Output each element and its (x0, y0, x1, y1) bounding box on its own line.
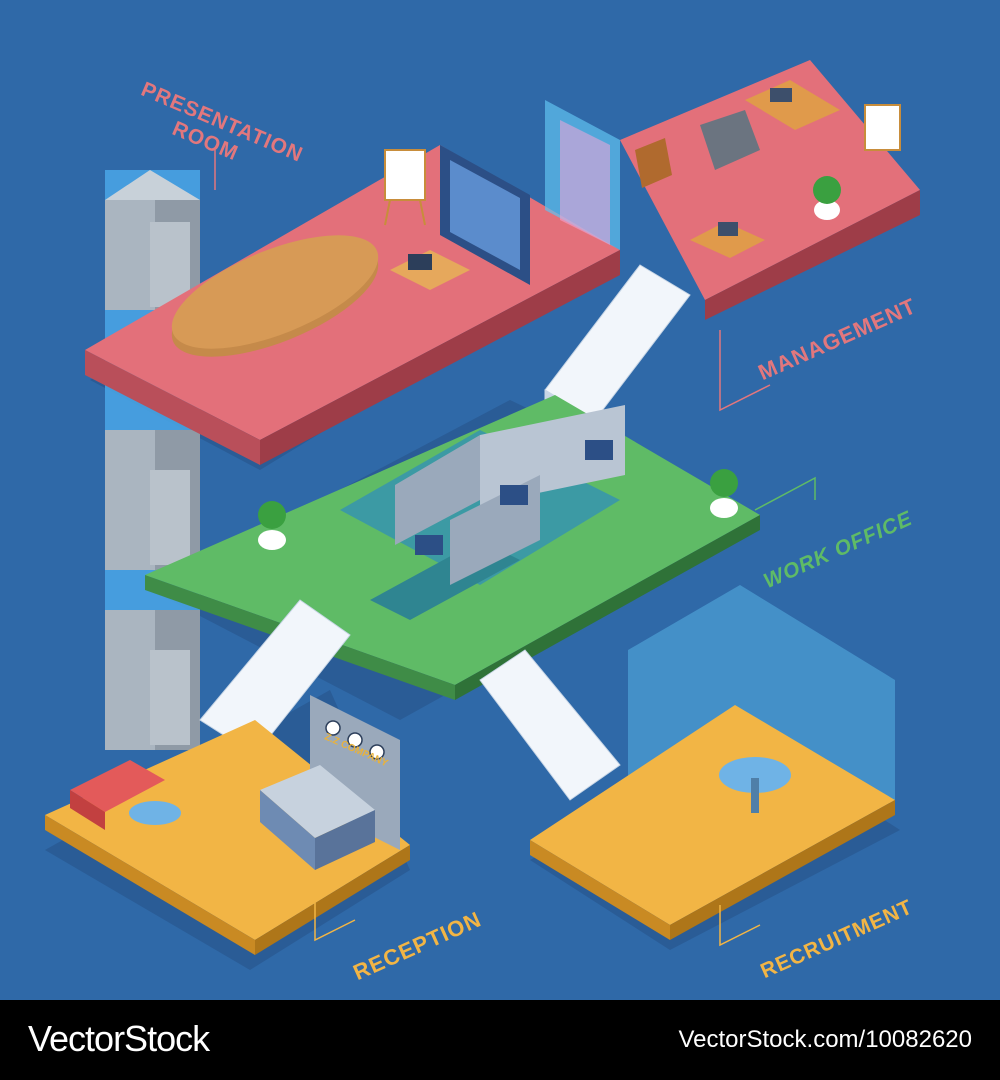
isometric-office-illustration: PRESENTATION ROOM MANAGEMENT WORK OFFICE… (45, 60, 920, 985)
office-scene (45, 60, 920, 970)
elevator-shaft (105, 170, 200, 750)
glass-door-panel (560, 120, 610, 245)
footer-bar: VectorStock VectorStock.com/10082620 (0, 1000, 1000, 1080)
recruitment-floor (530, 585, 895, 940)
management-floor (620, 60, 920, 320)
label-callouts (214, 150, 816, 947)
staircase-lower-right (479, 649, 621, 801)
presentation-room-floor (85, 145, 620, 465)
vectorstock-logo: VectorStock (28, 1018, 210, 1059)
reception-floor (45, 695, 410, 955)
image-id-text: VectorStock.com/10082620 (678, 1026, 972, 1053)
